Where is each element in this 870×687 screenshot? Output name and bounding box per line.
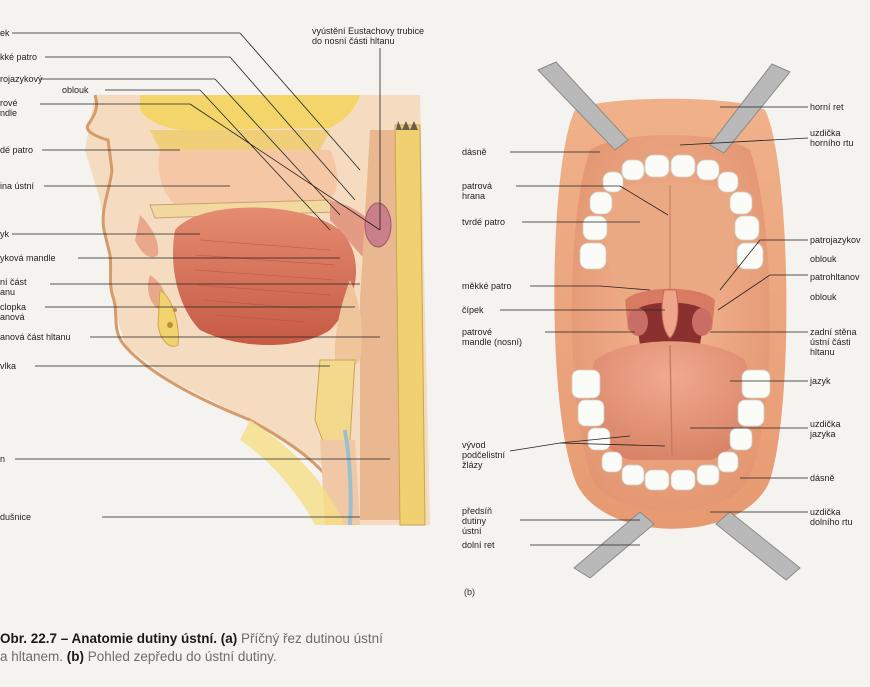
label-horni-ret-b: horní ret bbox=[810, 102, 844, 112]
label-vyvod-podcelistni-zlazy-b: vývod podčelistní žlázy bbox=[462, 440, 506, 470]
label-kost-jazylka-a: vlka bbox=[0, 361, 17, 371]
caption-a-text: Příčný řez dutinou ústní bbox=[237, 631, 383, 646]
label-patrove-mandle-a: rové ndle bbox=[0, 98, 18, 118]
label-oblouk-a: oblouk bbox=[62, 85, 89, 95]
label-dasne-upper-b: dásně bbox=[462, 147, 487, 157]
label-patrova-hrana-b: patrová hrana bbox=[462, 181, 493, 201]
label-jicen-a: n bbox=[0, 454, 6, 464]
label-patrohltanovy-b: patrohltanov bbox=[810, 272, 860, 282]
label-jazyk-a: yk bbox=[0, 229, 9, 239]
label-dasne-lower-b: dásně bbox=[810, 473, 835, 483]
label-uzdicka-jazyka-b: uzdička jazyka bbox=[810, 419, 841, 439]
label-cipek-a: ek bbox=[0, 28, 10, 38]
label-zadni-stena-hltanu-b: zadní stěna ústní části hltanu bbox=[810, 327, 857, 357]
figure-b-letter: (b) bbox=[464, 587, 475, 597]
label-dutina-ustni-a: ina ústní bbox=[0, 181, 35, 191]
label-hrtanova-prichlopka-a: clopka anová bbox=[0, 302, 27, 322]
label-jazyk-b: jazyk bbox=[810, 376, 831, 386]
caption-b-text: Pohled zepředu do ústní dutiny. bbox=[84, 649, 277, 664]
label-patrove-mandle-b: patrové mandle (nosní) bbox=[462, 327, 523, 347]
caption-line2-start: a hltanem. bbox=[0, 649, 67, 664]
label-uzdicka-horniho-rtu-b: uzdička horního rtu bbox=[810, 128, 854, 148]
label-patrojazykovy-b: patrojazykov bbox=[810, 235, 861, 245]
label-oblouk1-b: oblouk bbox=[810, 254, 837, 264]
label-uzdicka-dolniho-rtu-b: uzdička dolního rtu bbox=[810, 507, 853, 527]
caption-b-mark: (b) bbox=[66, 649, 85, 664]
caption-a-mark: (a) bbox=[220, 631, 238, 646]
label-eustachova-trubice-a: vyústění Eustachovy trubice do nosní čás… bbox=[312, 26, 425, 46]
label-hrtanova-cast-hltanu-a: anová část hltanu bbox=[0, 332, 71, 342]
sagittal-section-illustration bbox=[12, 32, 430, 526]
label-mekke-patro-b: měkké patro bbox=[462, 281, 512, 291]
label-mekke-patro-a: kké patro bbox=[0, 52, 38, 62]
label-cipek-b: čípek bbox=[462, 305, 484, 315]
label-tvrde-patro-b: tvrdé patro bbox=[462, 217, 506, 227]
figure-caption: Obr. 22.7 – Anatomie dutiny ústní. (a) P… bbox=[0, 630, 520, 666]
label-dolni-ret-b: dolní ret bbox=[462, 540, 495, 550]
label-jazykova-mandle-a: yková mandle bbox=[0, 253, 56, 263]
caption-prefix: Obr. 22.7 – Anatomie dutiny ústní. bbox=[0, 631, 221, 646]
label-ustni-cast-hltanu-a: ní část anu bbox=[0, 277, 27, 297]
label-oblouk2-b: oblouk bbox=[810, 292, 837, 302]
open-mouth-illustration bbox=[500, 61, 809, 581]
label-patrojazykovy-a: rojazykový bbox=[0, 74, 43, 84]
label-tvrde-patro-a: dé patro bbox=[0, 145, 34, 155]
label-prudusnice-a: dušnice bbox=[0, 512, 32, 522]
label-predsin-dutiny-ustni-b: předsíň dutiny ústní bbox=[462, 506, 493, 536]
